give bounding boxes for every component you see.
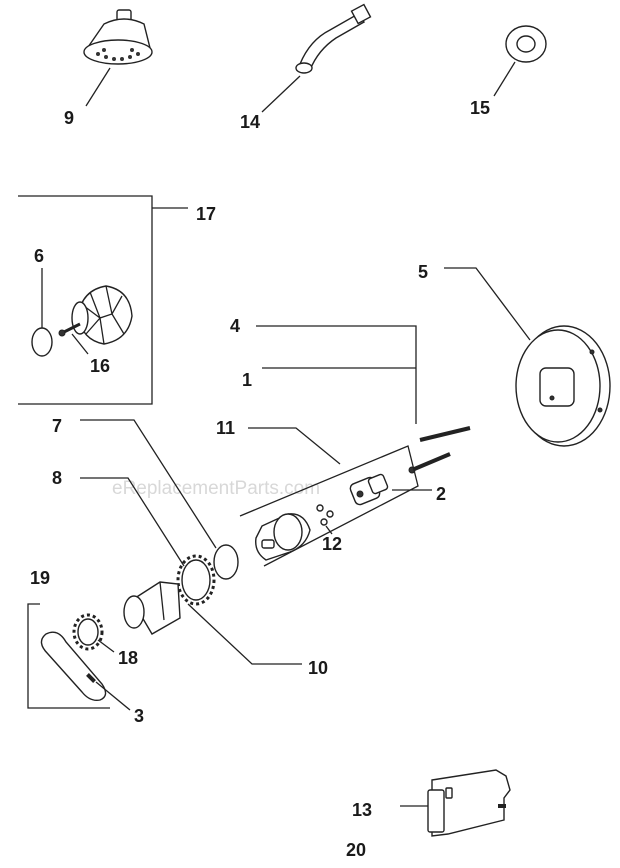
callout-16: 16 <box>90 356 110 376</box>
callout-17: 17 <box>196 204 216 224</box>
knob-handle-part[interactable] <box>71 285 133 345</box>
callout-2: 2 <box>436 484 446 504</box>
index-button-part[interactable] <box>31 327 53 357</box>
handle-screw-part[interactable] <box>58 322 81 337</box>
o-ring-part[interactable] <box>213 544 239 580</box>
callout-14: 14 <box>240 112 260 132</box>
callout-7: 7 <box>52 416 62 436</box>
mounting-screw-short-part[interactable] <box>408 452 451 474</box>
callout-12: 12 <box>322 534 342 554</box>
callout-15: 15 <box>470 98 490 118</box>
watermark-text: eReplacementParts.com <box>112 478 320 499</box>
handle-adapter-part[interactable] <box>72 613 104 651</box>
mounting-screw-long-part[interactable] <box>419 426 471 442</box>
shower-arm-part[interactable] <box>295 3 372 74</box>
showerhead-part[interactable] <box>83 9 153 65</box>
callout-19: 19 <box>30 568 50 588</box>
callout-1: 1 <box>242 370 252 390</box>
callout-18: 18 <box>118 648 138 668</box>
callout-20: 20 <box>346 840 366 860</box>
sleeve-part[interactable] <box>123 581 181 635</box>
callout-3: 3 <box>134 706 144 726</box>
callout-6: 6 <box>34 246 44 266</box>
callout-5: 5 <box>418 262 428 282</box>
callout-13: 13 <box>352 800 372 820</box>
callout-11: 11 <box>216 418 235 438</box>
callout-4: 4 <box>230 316 240 336</box>
tub-spout-part[interactable] <box>427 769 511 837</box>
callout-9: 9 <box>64 108 74 128</box>
stop-bonnet-part[interactable] <box>349 473 389 506</box>
callout-8: 8 <box>52 468 62 488</box>
cartridge-part[interactable] <box>255 513 311 561</box>
callout-10: 10 <box>308 658 328 678</box>
seats-and-springs-part[interactable] <box>316 504 334 526</box>
escutcheon-plate-part[interactable] <box>515 325 611 447</box>
splined-ring-part[interactable] <box>176 554 216 606</box>
lever-handle-part[interactable] <box>40 631 107 702</box>
shower-arm-flange-part[interactable] <box>505 25 547 63</box>
